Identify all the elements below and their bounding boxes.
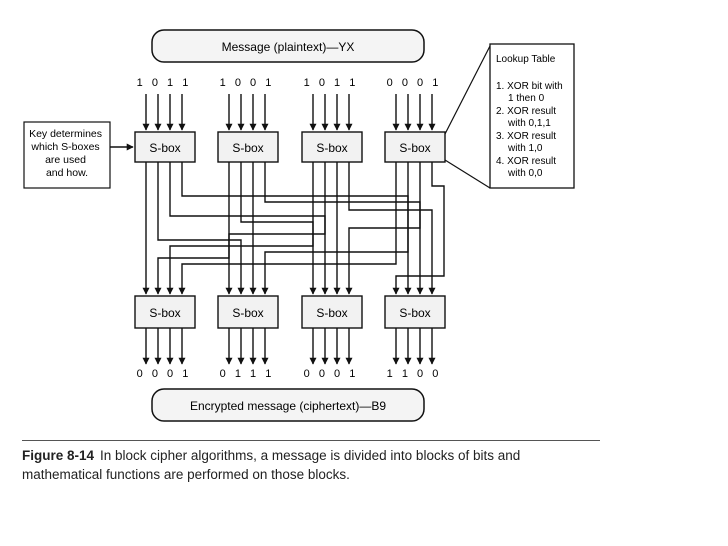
output-arrows [142, 328, 436, 365]
sbox: S-box [384, 131, 446, 163]
lookup-table-box: Lookup Table 1. XOR bit with 1 then 0 2.… [444, 43, 575, 189]
sbox: S-box [217, 131, 279, 163]
lookup-table-title: Lookup Table [496, 54, 556, 65]
sbox-label: S-box [149, 306, 180, 320]
svg-text:Key determines which S-b: Key determines which S-boxes are used an… [29, 128, 105, 179]
lookup-table-line: 4. XOR result [496, 156, 556, 167]
sbox: S-box [134, 131, 196, 163]
sbox-label: S-box [399, 141, 430, 155]
sbox-label: S-box [232, 141, 263, 155]
output-bits-group: 0 0 0 1 [137, 368, 192, 380]
output-bits-group: 1 1 0 0 [387, 368, 442, 380]
input-bits-group: 0 0 0 1 [387, 77, 442, 89]
plaintext-message-label: Message (plaintext)—YX [222, 40, 355, 54]
top-sbox-row: S-box S-box S-box S-box [134, 131, 446, 163]
sbox-label: S-box [316, 306, 347, 320]
input-arrows [142, 94, 436, 131]
sbox: S-box [217, 295, 279, 329]
permutation-wiring [142, 162, 445, 295]
lookup-table-line: 1. XOR bit with [496, 81, 563, 92]
sbox-label: S-box [232, 306, 263, 320]
output-bits-row: 0 0 0 1 0 1 1 1 0 0 0 1 1 1 0 0 [137, 368, 442, 380]
sbox: S-box [384, 295, 446, 329]
lookup-table-line: 2. XOR result [496, 106, 556, 117]
caption-text: In block cipher algorithms, a message is… [22, 448, 521, 482]
sbox-label: S-box [399, 306, 430, 320]
lookup-table-line: with 0,1,1 [507, 118, 551, 129]
sbox: S-box [134, 295, 196, 329]
input-bits-row: 1 0 1 1 1 0 0 1 1 0 1 1 0 0 0 1 [137, 77, 442, 89]
plaintext-message-box: Message (plaintext)—YX [151, 29, 425, 63]
input-bits-group: 1 0 0 1 [220, 77, 275, 89]
ciphertext-message-label: Encrypted message (ciphertext)—B9 [190, 399, 386, 413]
key-note-line: Key determines [29, 128, 102, 140]
output-bits-group: 0 0 0 1 [304, 368, 359, 380]
caption-divider [22, 440, 600, 441]
sbox-label: S-box [149, 141, 180, 155]
input-bits-group: 1 0 1 1 [137, 77, 192, 89]
bottom-sbox-row: S-box S-box S-box S-box [134, 295, 446, 329]
input-bits-group: 1 0 1 1 [304, 77, 359, 89]
lookup-table-line: with 1,0 [507, 143, 543, 154]
lookup-table-line: 1 then 0 [508, 93, 545, 104]
sbox-label: S-box [316, 141, 347, 155]
key-note-line: and how. [46, 167, 88, 179]
sbox: S-box [301, 131, 363, 163]
ciphertext-message-box: Encrypted message (ciphertext)—B9 [151, 388, 425, 422]
lookup-table-line: with 0,0 [507, 168, 543, 179]
sbox: S-box [301, 295, 363, 329]
key-note-line: which S-boxes [30, 141, 99, 153]
lookup-table-line: 3. XOR result [496, 131, 556, 142]
figure-label: Figure 8-14 [22, 448, 95, 463]
key-note-line: are used [45, 154, 86, 166]
output-bits-group: 0 1 1 1 [220, 368, 275, 380]
key-note-box: Key determines which S-boxes are used an… [23, 121, 134, 189]
svg-text:Lookup Table 1. XOR bit: Lookup Table 1. XOR bit with 1 then 0 2.… [496, 54, 565, 179]
